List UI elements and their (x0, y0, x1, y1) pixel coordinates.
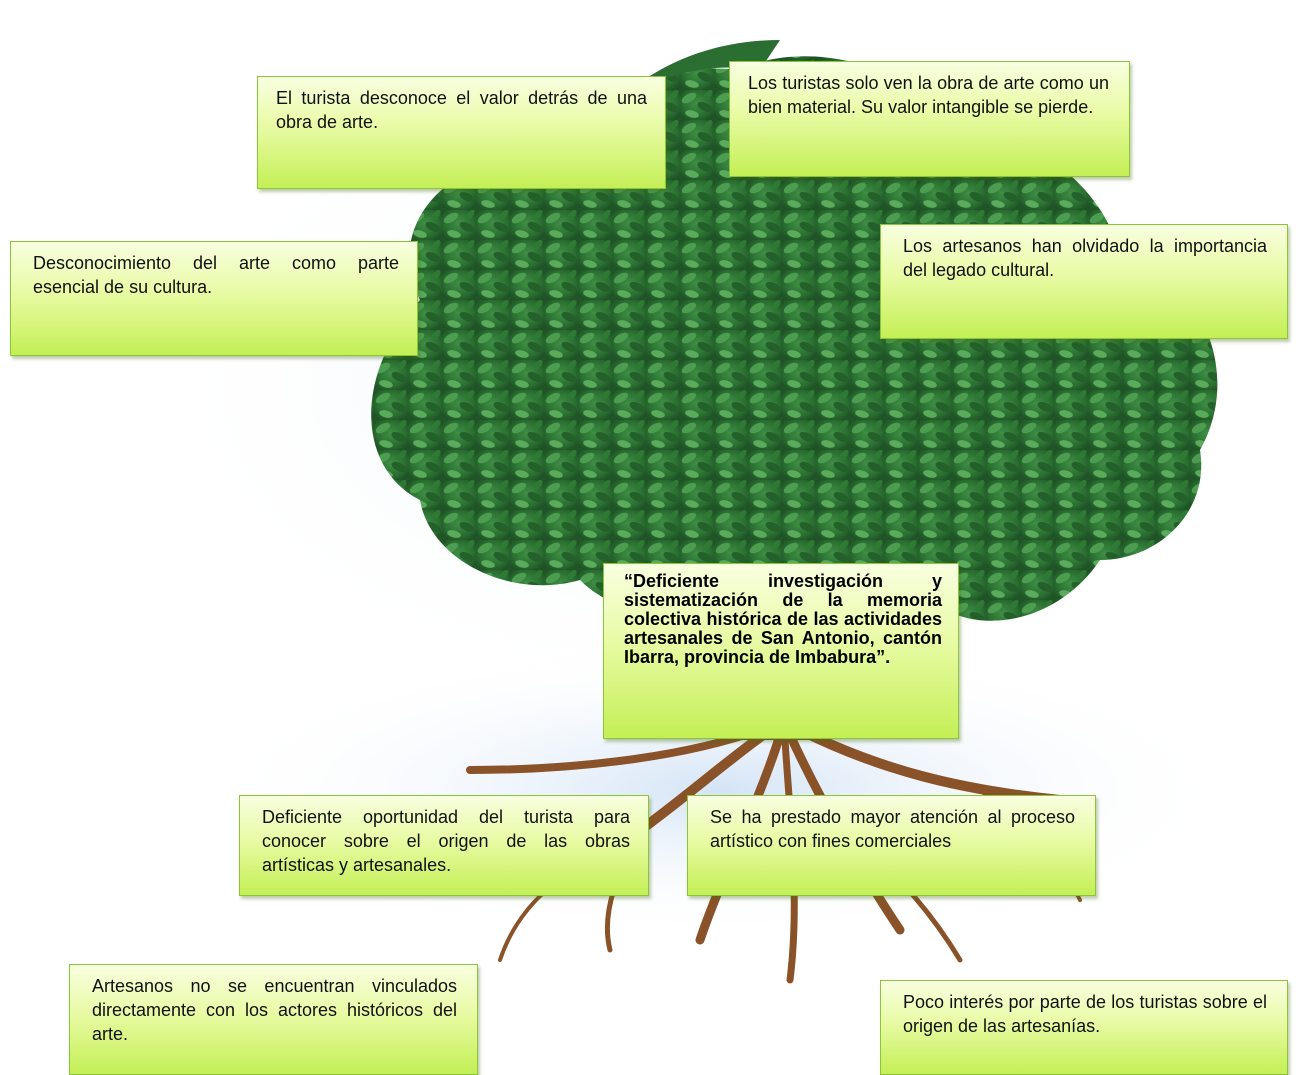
effect-text: Los artesanos han olvidado la importanci… (903, 236, 1267, 280)
effect-box-tourist-unaware-value: El turista desconoce el valor detrás de … (257, 76, 666, 189)
cause-text: Artesanos no se encuentran vinculados di… (92, 976, 457, 1044)
cause-text: Poco interés por parte de los turistas s… (903, 992, 1267, 1036)
effect-text: El turista desconoce el valor detrás de … (276, 88, 647, 132)
cause-box-tourist-opportunity: Deficiente oportunidad del turista para … (239, 795, 649, 896)
cause-text: Se ha prestado mayor atención al proceso… (710, 807, 1075, 851)
cause-box-artisans-not-linked: Artesanos no se encuentran vinculados di… (69, 964, 478, 1075)
cause-text: Deficiente oportunidad del turista para … (262, 807, 630, 875)
tree-foliage (371, 40, 1218, 626)
effect-text: Desconocimiento del arte como parte esen… (33, 253, 399, 297)
cause-box-low-tourist-interest: Poco interés por parte de los turistas s… (880, 980, 1288, 1075)
effect-text: Los turistas solo ven la obra de arte co… (748, 73, 1109, 117)
central-problem-text: “Deficiente investigación y sistematizac… (624, 571, 942, 667)
effect-box-art-unknown: Desconocimiento del arte como parte esen… (10, 241, 418, 356)
cause-box-commercial-focus: Se ha prestado mayor atención al proceso… (687, 795, 1096, 896)
central-problem-box: “Deficiente investigación y sistematizac… (603, 563, 959, 739)
effect-box-artisans-forgot: Los artesanos han olvidado la importanci… (880, 224, 1288, 339)
effect-box-material-good: Los turistas solo ven la obra de arte co… (729, 61, 1130, 177)
